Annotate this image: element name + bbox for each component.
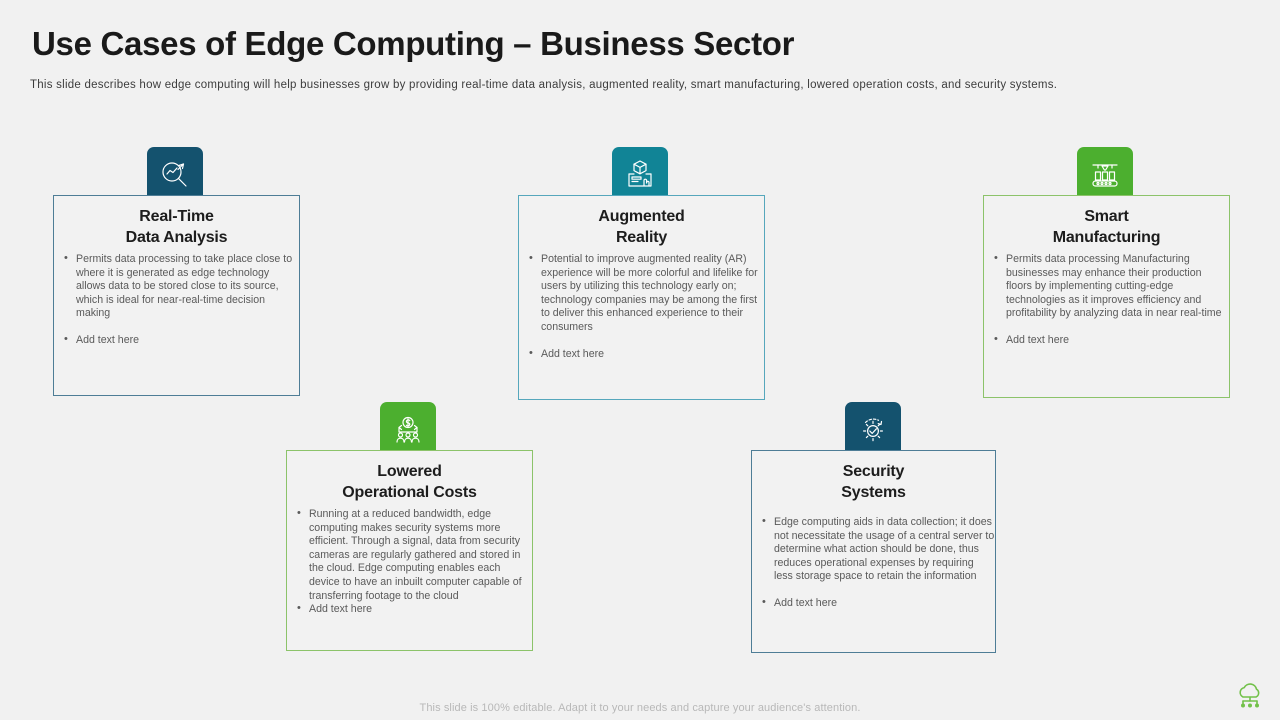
card-bullets-real-time-data-analysis: Permits data processing to take place cl…	[54, 252, 299, 348]
card-icon-security-systems	[845, 402, 901, 458]
list-item: Permits data processing Manufacturing bu…	[984, 252, 1229, 321]
card-title-smart-manufacturing: Smart Manufacturing	[1052, 208, 1161, 246]
list-item: Edge computing aids in data collection; …	[752, 515, 995, 584]
cloud-network-icon	[1239, 683, 1260, 708]
list-item[interactable]: Add text here	[54, 333, 299, 348]
footer-note: This slide is 100% editable. Adapt it to…	[419, 702, 861, 714]
card-icon-augmented-reality	[612, 147, 668, 203]
list-item: Permits data processing to take place cl…	[54, 252, 299, 321]
list-item[interactable]: Add text here	[287, 602, 532, 617]
card-title-augmented-reality: Augmented Reality	[598, 208, 685, 246]
card-smart-manufacturing: Smart Manufacturing Permits data process…	[983, 195, 1230, 398]
card-lowered-operational-costs: Lowered Operational Costs Running at a r…	[286, 450, 533, 651]
list-item[interactable]: Add text here	[984, 333, 1229, 348]
card-icon-real-time-data-analysis	[147, 147, 203, 203]
list-item: Running at a reduced bandwidth, edge com…	[287, 507, 532, 603]
list-item: Potential to improve augmented reality (…	[519, 252, 764, 335]
list-item[interactable]: Add text here	[519, 347, 764, 362]
slide-subtitle: This slide describes how edge computing …	[30, 79, 1058, 91]
card-real-time-data-analysis: Real-Time Data Analysis Permits data pro…	[53, 195, 300, 396]
magnifier-chart-icon	[162, 162, 187, 187]
card-bullets-augmented-reality: Potential to improve augmented reality (…	[519, 252, 764, 362]
card-augmented-reality: Augmented Reality Potential to improve a…	[518, 195, 765, 400]
ar-cube-hand-icon	[628, 160, 652, 187]
card-icon-lowered-operational-costs	[380, 402, 436, 458]
card-title-security-systems: Security Systems	[841, 463, 906, 501]
card-title-real-time-data-analysis: Real-Time Data Analysis	[125, 208, 228, 246]
list-item[interactable]: Add text here	[752, 596, 995, 611]
gear-check-icon	[863, 418, 883, 442]
card-icon-smart-manufacturing	[1077, 147, 1133, 203]
card-bullets-smart-manufacturing: Permits data processing Manufacturing bu…	[984, 252, 1229, 348]
page-title: Use Cases of Edge Computing – Business S…	[32, 25, 795, 62]
dollar-cycle-people-icon	[396, 416, 420, 443]
card-bullets-lowered-operational-costs: Running at a reduced bandwidth, edge com…	[287, 507, 532, 617]
card-bullets-security-systems: Edge computing aids in data collection; …	[752, 515, 995, 611]
card-security-systems: Security Systems Edge computing aids in …	[751, 450, 996, 653]
card-title-lowered-operational-costs: Lowered Operational Costs	[342, 463, 477, 501]
factory-conveyor-icon	[1092, 164, 1118, 187]
